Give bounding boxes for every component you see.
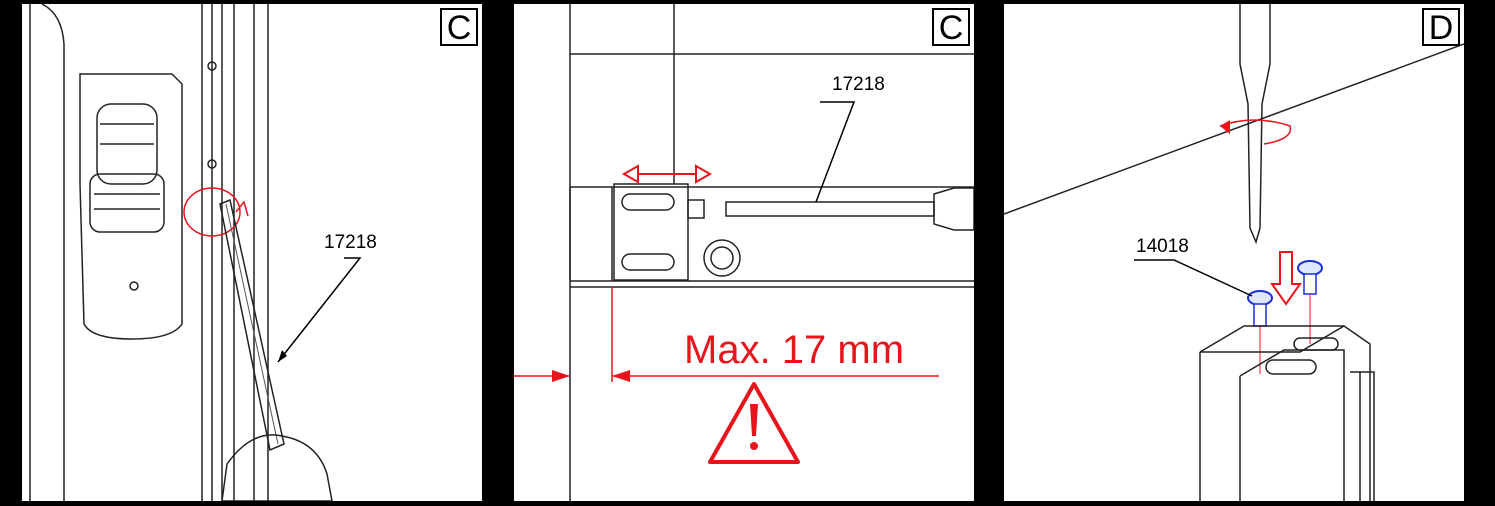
panel-step-d: D 14018 (1004, 4, 1464, 501)
panel-step-c-middle: C 17218 Max. 17 mm (514, 4, 974, 501)
step-label: C (932, 8, 970, 46)
panel-step-c-left: C 17218 (22, 4, 482, 501)
part-number-callout: 14018 (1136, 236, 1189, 257)
screw-fastening-drawing (1004, 4, 1464, 501)
part-number-callout: 17218 (832, 74, 885, 95)
adjustment-measurement-drawing (514, 4, 974, 501)
step-label: D (1422, 8, 1460, 46)
part-number-callout: 17218 (324, 232, 377, 253)
max-distance-label: Max. 17 mm (684, 328, 905, 372)
hinge-screwdriver-drawing (29, 4, 362, 501)
step-label: C (440, 8, 478, 46)
